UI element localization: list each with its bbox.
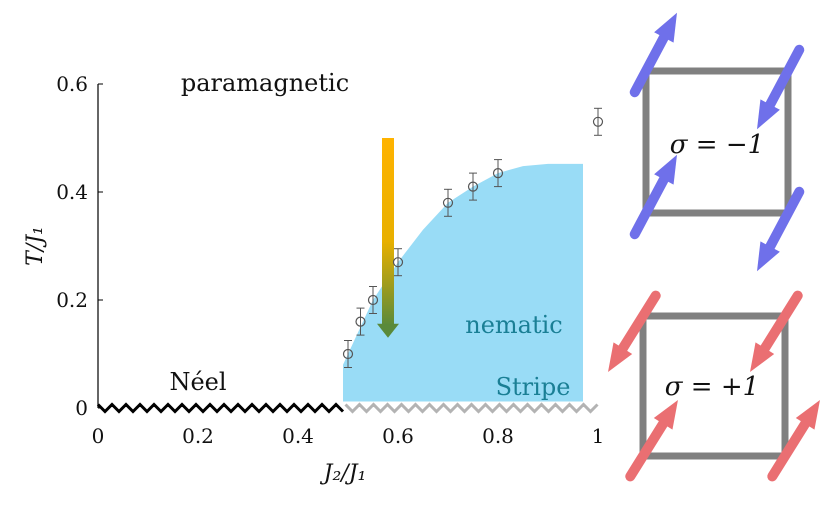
x-axis-label: J₂/J₁ [320,461,367,486]
data-point [442,197,454,208]
x-ticks: 0 0.2 0.4 0.6 0.8 1 [92,424,605,448]
sigma-minus-label: σ = −1 [670,130,764,160]
spin-arrow-icon [757,186,805,272]
y-tick-label: 0 [75,396,88,420]
cooling-arrow [377,138,399,338]
data-point [467,181,479,192]
plaquette-frame [639,312,789,460]
x-tick-label: 0.6 [382,424,414,448]
y-tick-label: 0.2 [56,288,88,312]
data-points [342,107,604,368]
spin-arrow-icon [629,12,677,98]
data-point [392,257,404,268]
spin-arrow-icon [629,154,677,240]
stripe-phase-line [344,402,599,414]
data-point [355,316,366,327]
inset-sigma-minus: σ = −1 [629,12,805,272]
spin-arrow-icon [757,44,805,130]
y-ticks: 0 0.2 0.4 0.6 [56,72,103,420]
inset-sigma-plus: σ = +1 [608,290,820,482]
plaquette-frame [642,67,792,217]
x-tick-label: 0.8 [482,424,514,448]
y-tick-label: 0.6 [56,72,88,96]
y-axis-label: T/J₁ [23,226,48,266]
phase-plot: 0 0.2 0.4 0.6 0.8 1 0 0.2 0.4 0.6 J₂/J₁ T/J₁ par… [23,69,604,486]
spin-arrow-icon [608,290,661,372]
data-point [592,116,604,127]
nematic-label: nematic [465,311,563,339]
nematic-region [343,163,583,402]
x-tick-label: 0.2 [182,424,214,448]
spin-arrow-icon [767,400,820,482]
stripe-label: Stripe [496,373,571,401]
neel-phase-line [96,402,345,414]
x-tick-label: 0.4 [282,424,314,448]
arrow-shaft [382,138,394,326]
data-point [367,294,379,306]
spin-arrow-icon [625,400,678,482]
data-point [492,168,504,179]
arrow-head [377,323,399,338]
paramagnetic-label: paramagnetic [181,69,349,97]
neel-label: Néel [169,368,226,396]
data-point [342,348,354,360]
spin-arrow-icon [750,290,803,372]
y-tick-label: 0.4 [56,180,88,204]
sigma-plus-label: σ = +1 [665,372,759,402]
x-tick-label: 1 [592,424,605,448]
x-tick-label: 0 [92,424,105,448]
